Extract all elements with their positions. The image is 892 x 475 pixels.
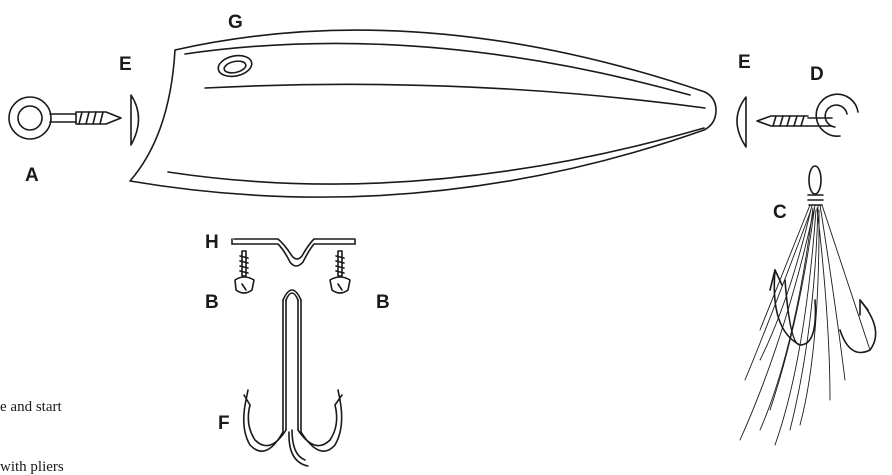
text-fragment-2: with pliers: [0, 460, 64, 475]
label-e-right: E: [738, 53, 751, 72]
label-d: D: [810, 65, 824, 84]
line-tie-hole-g: [216, 53, 253, 80]
label-e-left: E: [119, 55, 132, 74]
screw-eye-d: [757, 94, 858, 136]
label-b-right: B: [376, 293, 390, 312]
screw-eye-a: [9, 97, 121, 139]
treble-hook-f: [244, 290, 342, 466]
label-a: A: [25, 166, 39, 185]
cup-washer-left: [131, 95, 139, 145]
lure-body: [130, 30, 716, 197]
label-g: G: [228, 13, 243, 32]
dressed-treble-hook-c: [740, 166, 876, 445]
label-b-left: B: [205, 293, 219, 312]
label-f: F: [218, 414, 230, 433]
cup-washer-right: [737, 97, 746, 147]
screw-b-left: [235, 251, 254, 293]
screw-b-right: [330, 251, 350, 293]
label-c: C: [773, 203, 787, 222]
text-fragment-1: e and start: [0, 400, 62, 415]
label-h: H: [205, 233, 219, 252]
